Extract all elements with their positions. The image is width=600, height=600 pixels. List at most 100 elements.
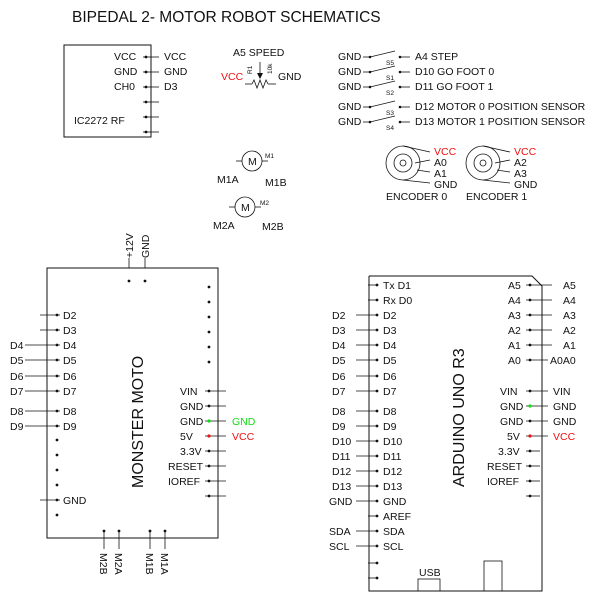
uno-net-d3: D3 — [332, 325, 346, 337]
motor-m2-b: M2B — [262, 221, 284, 233]
encoder-0-gnd: GND — [434, 179, 458, 191]
rf-module: IC2272 RF VCC GND CH0 VCC GND D3 — [63, 44, 188, 138]
uno-net-d7: D7 — [332, 386, 346, 398]
s5-ref: S5 — [386, 60, 394, 67]
uno-pin-3v3: 3.3V — [498, 446, 520, 458]
arduino-uno-name: ARDUINO UNO R3 — [451, 348, 468, 487]
uno-net-gnd2: GND — [553, 416, 577, 428]
resistor-symbol — [251, 78, 269, 90]
moto-net-d7: D7 — [10, 386, 24, 398]
uno-pin-d12: D12 — [383, 466, 402, 478]
moto-pin-gnd1: GND — [180, 401, 204, 413]
moto-left-pins — [25, 313, 60, 517]
encoder-1-vcc: VCC — [514, 146, 537, 158]
moto-pin-d3: D3 — [63, 325, 77, 337]
moto-top-gnd: GND — [140, 234, 152, 258]
uno-right-pins-top — [526, 283, 552, 362]
uno-net-a1: A1 — [563, 340, 576, 352]
moto-net-d8: D8 — [10, 406, 24, 418]
uno-net-d8: D8 — [332, 406, 346, 418]
uno-net-a0: A0A0 — [550, 355, 576, 367]
speed-potentiometer: A5 SPEED VCC GND R1 10k — [221, 47, 302, 90]
moto-bottom-m1a: M1A — [158, 553, 170, 575]
s1-gnd: GND — [338, 66, 362, 78]
s5-gnd: GND — [338, 51, 362, 63]
uno-pin-gnd: GND — [383, 496, 407, 508]
uno-pin-rx: Rx D0 — [383, 295, 412, 307]
moto-bottom-m1b: M1B — [143, 553, 155, 575]
rf-net-d3: D3 — [164, 81, 178, 93]
uno-net-vin: VIN — [553, 386, 571, 398]
moto-net-d4: D4 — [10, 340, 24, 352]
moto-pin-d4: D4 — [63, 340, 77, 352]
rf-pin-leads — [143, 55, 159, 134]
uno-net-a4: A4 — [563, 295, 576, 307]
encoder-1-gnd: GND — [514, 179, 538, 191]
pot-gnd: GND — [278, 71, 302, 83]
moto-right-pins — [205, 285, 226, 498]
uno-pin-d6: D6 — [383, 371, 397, 383]
uno-pin-a2: A2 — [508, 325, 521, 337]
moto-pin-d6: D6 — [63, 371, 77, 383]
usb-connector-icon — [417, 578, 441, 592]
motor-m2-ref: M2 — [260, 200, 269, 207]
uno-net-scl: SCL — [329, 541, 350, 553]
moto-pin-gnd2: GND — [180, 416, 204, 428]
arduino-uno-outline — [368, 275, 543, 592]
uno-net-d9: D9 — [332, 421, 346, 433]
uno-net-a2: A2 — [563, 325, 576, 337]
uno-pin-tx: Tx D1 — [383, 280, 411, 292]
moto-bottom-m2b: M2B — [97, 553, 109, 575]
monster-moto-name: MONSTER MOTO — [130, 356, 147, 488]
uno-net-d12: D12 — [332, 466, 351, 478]
uno-pin-sda: SDA — [383, 526, 405, 538]
wiper-arrow-icon — [257, 73, 263, 79]
uno-pin-5v: 5V — [507, 431, 520, 443]
schematic-title: BIPEDAL 2- MOTOR ROBOT SCHEMATICS — [72, 9, 381, 26]
uno-net-d2: D2 — [332, 310, 346, 322]
switch-s5: GND S5 A4 STEP — [338, 50, 458, 67]
uno-pin-scl: SCL — [383, 541, 404, 553]
uno-pin-a3: A3 — [508, 310, 521, 322]
rf-pin-ch0: CH0 — [114, 81, 135, 93]
s1-ref: S1 — [386, 75, 394, 82]
monster-moto-body — [46, 267, 219, 539]
s5-label: A4 STEP — [415, 51, 458, 63]
uno-pin-gnd1: GND — [500, 401, 524, 413]
encoder-1-disc-icon — [465, 145, 501, 181]
encoder-0-disc-icon — [385, 145, 421, 181]
rf-module-name: IC2272 RF — [74, 115, 125, 127]
encoder-1: VCC A2 A3 GND ENCODER 1 — [465, 145, 538, 203]
moto-pin-3v3: 3.3V — [180, 446, 202, 458]
moto-pin-gnd: GND — [63, 495, 87, 507]
motor-m1: M M1 M1A M1B — [217, 150, 287, 189]
s2-ref: S2 — [386, 90, 394, 97]
uno-pin-d11: D11 — [383, 451, 402, 463]
moto-pin-d7: D7 — [63, 386, 77, 398]
uno-net-vcc: VCC — [553, 431, 576, 443]
encoder-0-a0: A0 — [434, 157, 447, 169]
uno-net-d10: D10 — [332, 436, 351, 448]
uno-net-d13: D13 — [332, 481, 351, 493]
pot-label: A5 SPEED — [233, 47, 285, 59]
uno-pin-aref: AREF — [383, 511, 411, 523]
s4-ref: S4 — [386, 125, 394, 132]
moto-pin-reset: RESET — [168, 461, 204, 473]
pot-vcc: VCC — [221, 71, 244, 83]
moto-pin-d5: D5 — [63, 355, 77, 367]
uno-pin-d8: D8 — [383, 406, 397, 418]
moto-net-d5: D5 — [10, 355, 24, 367]
encoder-0: VCC A0 A1 GND ENCODER 0 — [385, 145, 458, 203]
arduino-uno-board: ARDUINO UNO R3 USB — [329, 275, 577, 592]
uno-net-d4: D4 — [332, 340, 346, 352]
s2-gnd: GND — [338, 81, 362, 93]
uno-pin-d13: D13 — [383, 481, 402, 493]
uno-net-a5: A5 — [563, 280, 576, 292]
uno-net-gnd1: GND — [553, 401, 577, 413]
s3-label: D12 MOTOR 0 POSITION SENSOR — [415, 101, 586, 113]
moto-bottom-m2a: M2A — [112, 553, 124, 575]
motor-m1-b: M1B — [265, 177, 287, 189]
uno-pin-vin: VIN — [500, 386, 518, 398]
encoder-1-a3: A3 — [514, 168, 527, 180]
uno-right-pins-bottom — [526, 389, 548, 498]
